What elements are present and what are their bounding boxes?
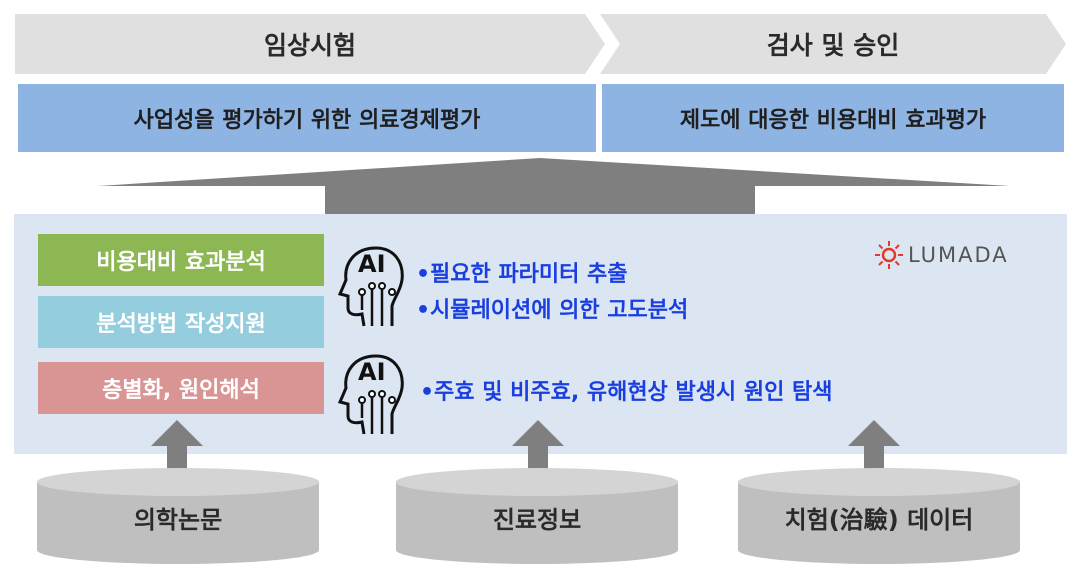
ai-bullet-simulation: •시뮬레이션에 의한 고도분석 [416,298,689,323]
big-up-arrow [98,158,1010,215]
up-arrow-icon [848,420,900,482]
ai-head-icon: AI [336,352,408,438]
up-arrow-icon [151,420,203,482]
lumada-sun-icon [875,241,903,269]
database-icon [738,468,1020,564]
ai-bullet-extract: •필요한 파라미터 추출 [416,262,628,287]
goal-right-label: 제도에 대응한 비용대비 효과평가 [679,108,987,133]
source-trial-data: 치험(治驗) 데이터 [784,506,974,534]
ai-badge-text: AI [358,358,386,386]
phase-clinical-trial: 임상시험 [15,14,605,74]
ai-bullet-cause: •주효 및 비주효, 유해현상 발생시 원인 탐색 [420,380,833,405]
goal-left-label: 사업성을 평가하기 위한 의료경제평가 [133,108,481,133]
up-arrow-icon [512,420,564,482]
task-method-support: 분석방법 작성지원 [38,296,324,348]
lumada-text: LUMADA [908,243,1009,267]
task-label: 분석방법 작성지원 [96,312,266,337]
task-label: 비용대비 효과분석 [96,250,266,275]
database-icon [37,468,319,564]
phase-clinical-trial-label: 임상시험 [263,31,356,60]
source-medical-records: 진료정보 [492,506,582,534]
ai-head-icon: AI [336,244,408,330]
goal-box-right: 제도에 대응한 비용대비 효과평가 [602,84,1064,152]
task-cost-effectiveness: 비용대비 효과분석 [38,234,324,286]
phase-inspection-approval: 검사 및 승인 [600,14,1066,74]
database-icon [396,468,678,564]
source-medical-papers: 의학논문 [133,506,223,534]
task-stratification: 층별화, 원인해석 [38,362,324,414]
goal-box-left: 사업성을 평가하기 위한 의료경제평가 [18,84,596,152]
lumada-logo: LUMADA [874,240,1009,270]
task-label: 층별화, 원인해석 [102,378,260,403]
ai-badge-text: AI [358,250,386,278]
phase-inspection-approval-label: 검사 및 승인 [766,31,900,60]
